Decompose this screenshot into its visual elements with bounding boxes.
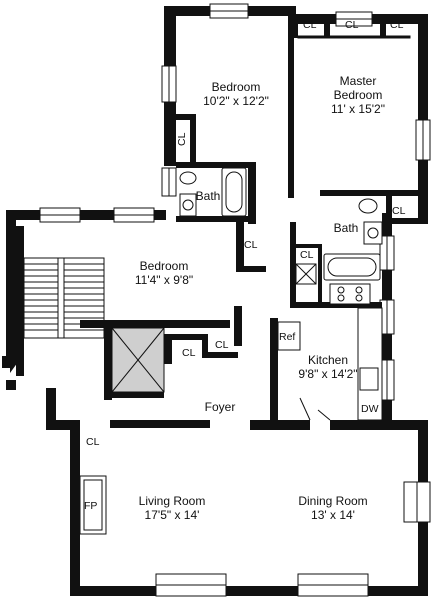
room-name: Bedroom (211, 80, 261, 94)
closet-label: CL (303, 19, 317, 31)
closet-label: CL (345, 19, 359, 31)
room-foyer: Foyer (205, 400, 236, 414)
room-name: Bedroom (139, 259, 189, 273)
room-name-line1: Master (339, 74, 377, 88)
fireplace-label: FP (84, 500, 97, 512)
stairs (23, 257, 105, 339)
room-bath-upper: Bath (196, 189, 221, 203)
room-size: 11' x 15'2" (331, 102, 385, 116)
room-name: Bath (195, 189, 221, 203)
interior-walls (80, 14, 418, 430)
closet-label: CL (390, 19, 404, 31)
room-kitchen: Kitchen 9'8" x 14'2" (298, 353, 357, 381)
room-name-line2: Bedroom (333, 88, 383, 102)
closet-label: CL (215, 339, 229, 351)
closet-label: CL (176, 132, 188, 146)
room-size: 10'2" x 12'2" (203, 94, 269, 108)
closet-label: CL (86, 436, 100, 448)
room-bedroom-mid: Bedroom 11'4" x 9'8" (135, 259, 193, 287)
closet-labels: CL CL CL CL CL CL CL CL CL CL Ref DW FP (84, 19, 406, 512)
room-name: Kitchen (307, 353, 349, 367)
room-name: Bath (333, 221, 359, 235)
closet-label: CL (244, 239, 258, 251)
closet-label: CL (300, 249, 314, 261)
entry-arrow-icon (2, 351, 18, 373)
fixtures (79, 167, 383, 535)
dishwasher-label: DW (361, 403, 379, 415)
room-master-bedroom: Master Bedroom 11' x 15'2" (331, 74, 385, 116)
room-bath-lower: Bath (334, 221, 359, 235)
room-size: 11'4" x 9'8" (134, 273, 194, 287)
room-name: Living Room (138, 494, 206, 508)
elevator (111, 327, 165, 393)
room-size: 9'8" x 14'2" (298, 367, 358, 381)
closet-label: CL (392, 205, 406, 217)
room-dining-room: Dining Room 13' x 14' (298, 494, 367, 522)
room-size: 13' x 14' (311, 508, 355, 522)
room-size: 17'5" x 14' (144, 508, 200, 522)
room-name: Dining Room (298, 494, 368, 508)
room-living-room: Living Room 17'5" x 14' (139, 494, 206, 522)
windows (39, 3, 431, 597)
refrigerator-label: Ref (279, 331, 295, 343)
room-bedroom-top: Bedroom 10'2" x 12'2" (203, 80, 269, 108)
closet-label: CL (182, 347, 196, 359)
room-name: Foyer (204, 400, 236, 414)
